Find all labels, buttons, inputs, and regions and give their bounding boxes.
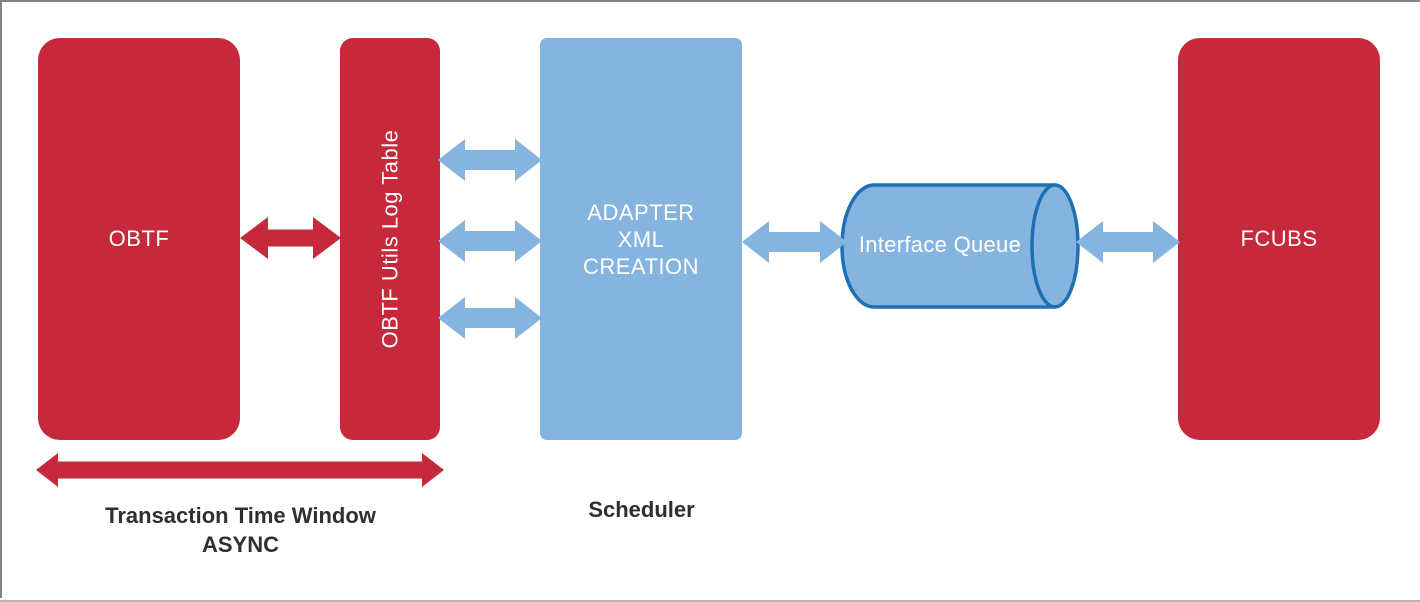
transaction-window-line1: Transaction Time Window <box>105 503 376 528</box>
adapter-label-line3: CREATION <box>582 253 700 279</box>
arrow-logtable-adapter-middle <box>438 220 542 262</box>
adapter-label-line2: XML <box>617 226 665 252</box>
frame-bottom-border <box>0 600 1420 602</box>
node-interface-queue-label: Interface Queue <box>842 183 1038 307</box>
node-obtf-label: OBTF <box>108 226 170 251</box>
interface-queue-text: Interface Queue <box>858 232 1022 257</box>
arrow-logtable-adapter-bottom <box>438 297 542 339</box>
node-obtf: OBTF <box>38 38 240 440</box>
arrow-queue-fcubs <box>1076 221 1180 263</box>
adapter-label-line1: ADAPTER <box>587 199 695 225</box>
node-obtf-utils-log-table: OBTF Utils Log Table <box>340 38 440 440</box>
caption-scheduler: Scheduler <box>539 495 744 524</box>
frame-left-border <box>0 0 2 598</box>
caption-transaction-time-window: Transaction Time Window ASYNC <box>38 501 443 559</box>
node-adapter-xml-creation-label: ADAPTER XML CREATION <box>583 199 699 280</box>
arrow-obtf-logtable <box>240 217 341 259</box>
arrow-transaction-time-window <box>36 453 444 487</box>
scheduler-text: Scheduler <box>588 497 695 522</box>
node-adapter-xml-creation: ADAPTER XML CREATION <box>540 38 742 440</box>
arrow-logtable-adapter-top <box>438 139 542 181</box>
frame-top-border <box>0 0 1420 2</box>
node-obtf-utils-log-table-label: OBTF Utils Log Table <box>377 129 402 349</box>
transaction-window-line2: ASYNC <box>201 532 279 557</box>
arrow-adapter-queue <box>742 221 847 263</box>
node-fcubs: FCUBS <box>1178 38 1380 440</box>
node-fcubs-label: FCUBS <box>1240 226 1318 251</box>
